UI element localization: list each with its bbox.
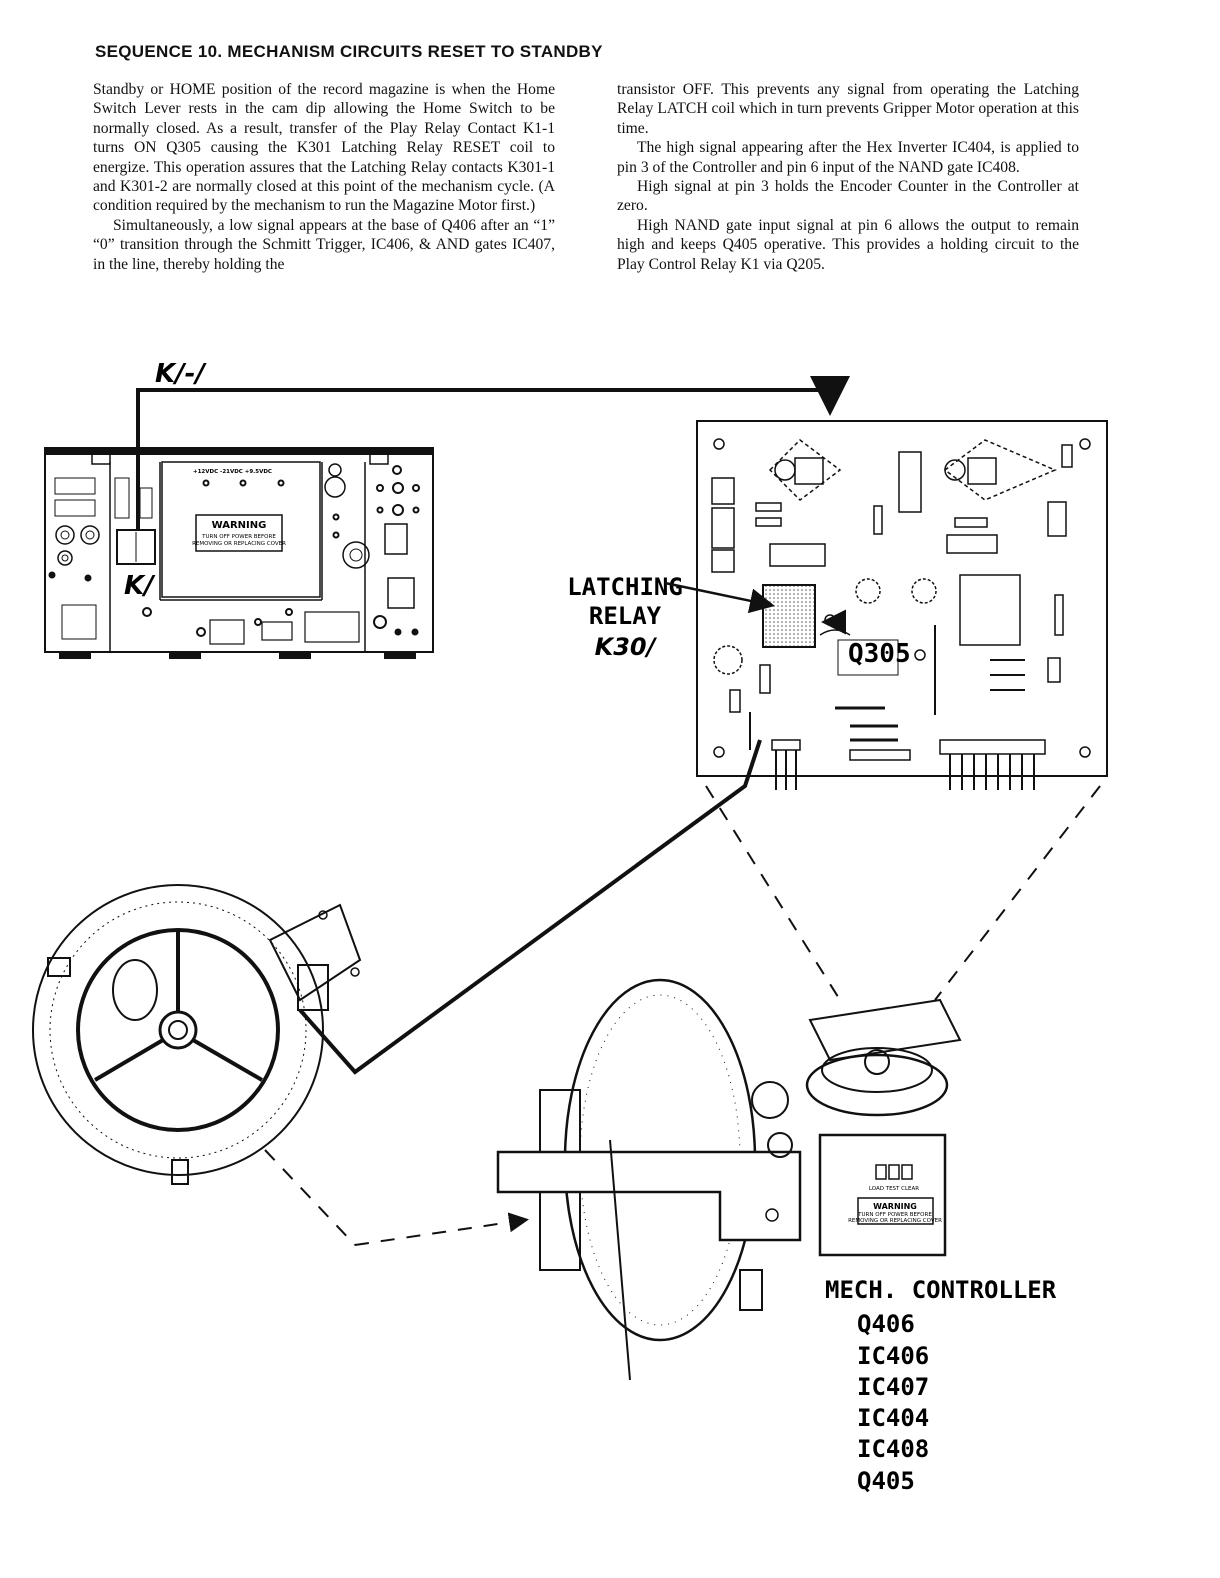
amplifier-chassis-text: +12VDC -21VDC +9.5VDC WARNING TURN OFF P… xyxy=(192,469,286,547)
svg-text:LOAD TEST CLEAR: LOAD TEST CLEAR xyxy=(869,1186,919,1192)
cam-wheel xyxy=(32,884,362,1185)
svg-text:TURN OFF POWER BEFORE: TURN OFF POWER BEFORE xyxy=(857,1212,932,1218)
svg-text:REMOVING OR REPLACING COVER: REMOVING OR REPLACING COVER xyxy=(192,541,286,547)
home-switch-wire xyxy=(298,739,762,1075)
svg-text:RELAY: RELAY xyxy=(589,602,662,630)
cam-projection-arrow xyxy=(354,1212,529,1246)
list-item: IC404 xyxy=(857,1404,929,1432)
svg-text:LATCHING: LATCHING xyxy=(567,573,683,601)
list-item: IC407 xyxy=(857,1373,929,1401)
k1-1-connection-line xyxy=(136,376,850,530)
page-heading: SEQUENCE 10. MECHANISM CIRCUITS RESET TO… xyxy=(95,42,603,61)
cam-projection-line xyxy=(264,1149,356,1246)
list-item: Q406 xyxy=(857,1310,915,1338)
k1-1-label: K/-/ xyxy=(155,359,207,389)
svg-text:TURN OFF POWER BEFORE: TURN OFF POWER BEFORE xyxy=(201,534,276,540)
list-item: IC408 xyxy=(857,1435,929,1463)
controller-component-list: MECH. CONTROLLER Q406 IC406 IC407 IC404 … xyxy=(825,1276,1057,1495)
paragraph: The high signal appearing after the Hex … xyxy=(617,139,1079,176)
text-column-left: Standby or HOME position of the record m… xyxy=(93,80,555,274)
list-item: Q405 xyxy=(857,1467,915,1495)
paragraph: High signal at pin 3 holds the Encoder C… xyxy=(617,178,1079,215)
list-item: MECH. CONTROLLER xyxy=(825,1276,1057,1304)
text-column-right: transistor OFF. This prevents any signal… xyxy=(617,80,1079,274)
amplifier-chassis xyxy=(44,447,434,659)
controller-panel-text: LOAD TEST CLEAR WARNING TURN OFF POWER B… xyxy=(848,1186,942,1224)
svg-text:WARNING: WARNING xyxy=(212,520,267,531)
circuit-board xyxy=(696,420,1108,790)
list-item: IC406 xyxy=(857,1342,929,1370)
latching-relay-callout: LATCHING RELAY K30/ xyxy=(567,573,846,661)
svg-text:K30/: K30/ xyxy=(595,633,658,661)
k1-label: K/ xyxy=(124,571,156,601)
paragraph: Standby or HOME position of the record m… xyxy=(93,81,555,215)
paragraph: Simultaneously, a low signal appears at … xyxy=(93,216,555,273)
paragraph: transistor OFF. This prevents any signal… xyxy=(617,81,1079,137)
paragraph: High NAND gate input signal at pin 6 all… xyxy=(617,216,1079,273)
svg-text:+12VDC -21VDC +9.5VDC: +12VDC -21VDC +9.5VDC xyxy=(193,469,272,475)
svg-text:WARNING: WARNING xyxy=(873,1202,917,1211)
svg-text:REMOVING OR REPLACING COVER: REMOVING OR REPLACING COVER xyxy=(848,1218,942,1224)
mechanism-assembly xyxy=(496,978,962,1381)
q305-label: Q305 xyxy=(848,639,911,669)
projection-lines xyxy=(705,785,1101,1001)
